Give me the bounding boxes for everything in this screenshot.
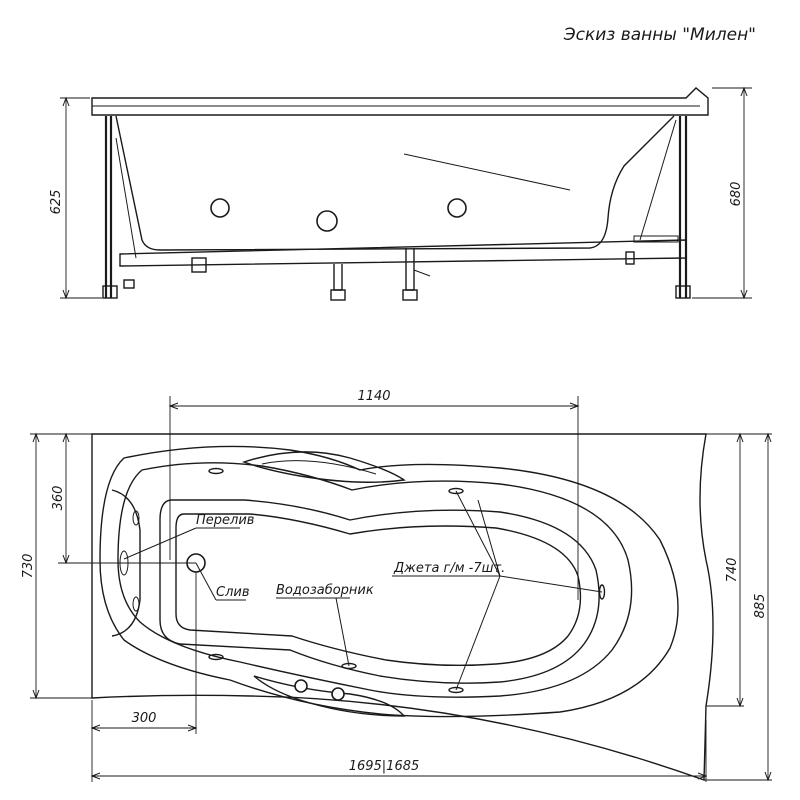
dim-right-inner: 740 xyxy=(725,558,740,583)
label-overflow: Перелив xyxy=(196,513,254,528)
dim-right-outer: 885 xyxy=(753,594,768,619)
dim-top-width: 1140 xyxy=(357,389,390,404)
headrest-line xyxy=(403,153,571,191)
basin-outer xyxy=(99,445,679,718)
tub-rim xyxy=(91,87,709,116)
headrest-panel xyxy=(111,489,141,637)
jet-1 xyxy=(208,467,224,475)
jet-3 xyxy=(448,487,464,495)
label-water-intake: Водозаборник xyxy=(276,583,374,598)
tub-body xyxy=(115,115,675,251)
leaders xyxy=(123,490,603,691)
top-view: 1140 360 730 740 885 300 1695|1685 Перел… xyxy=(21,389,772,782)
dim-bottom-total: 1695|1685 xyxy=(349,759,420,774)
side-dimensions xyxy=(60,86,752,300)
dim-height-right: 680 xyxy=(729,182,744,207)
side-view: 625 680 xyxy=(49,86,752,301)
armrest-top xyxy=(241,451,406,483)
rim-outline xyxy=(91,433,714,781)
jet-4 xyxy=(448,686,464,694)
side-jet-3 xyxy=(447,198,467,218)
basin-inner xyxy=(159,499,600,684)
top-dimensions xyxy=(30,396,772,782)
armrest-bottom xyxy=(253,675,406,717)
armrest-jet-2 xyxy=(331,687,345,701)
dim-left-inner: 360 xyxy=(51,486,66,511)
side-jet-2 xyxy=(316,210,338,232)
jet-2 xyxy=(208,653,224,661)
basin-mid xyxy=(117,462,633,698)
label-drain: Слив xyxy=(216,585,250,600)
dim-height-left: 625 xyxy=(49,190,64,215)
armrest-jet-1 xyxy=(294,679,308,693)
label-jets: Джета г/м -7шт. xyxy=(393,561,505,576)
dim-left-outer: 730 xyxy=(21,554,36,579)
frame xyxy=(102,116,691,301)
basin-floor xyxy=(175,513,582,667)
dim-bottom-offset: 300 xyxy=(132,711,157,726)
sketch-title: Эскиз ванны "Милен" xyxy=(563,25,756,45)
side-jet-1 xyxy=(210,198,230,218)
